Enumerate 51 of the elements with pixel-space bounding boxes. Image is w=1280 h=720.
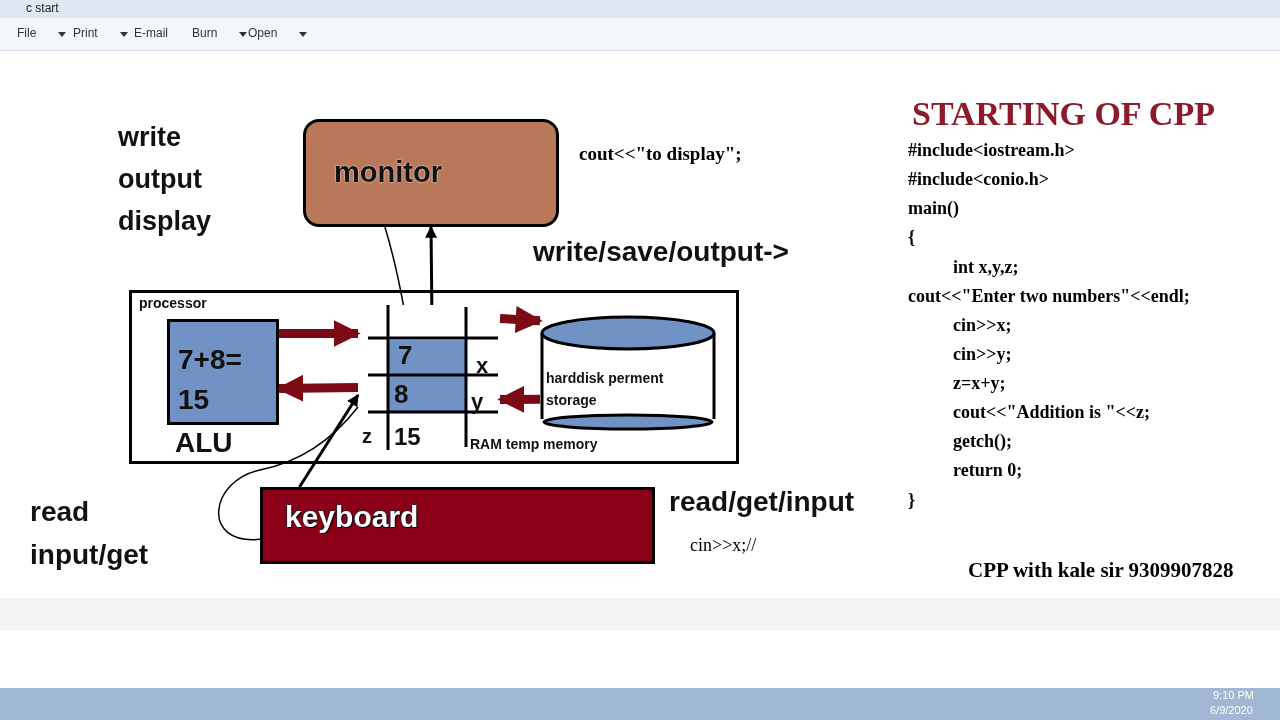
code-line: cout<<"Enter two numbers"<<endl;	[908, 286, 1190, 307]
arrow	[425, 225, 438, 305]
code-line: main()	[908, 198, 959, 219]
code-text: cin>>x;//	[690, 535, 757, 556]
code-line: getch();	[953, 431, 1012, 452]
memory-value: 15	[394, 423, 421, 451]
arrow	[298, 394, 360, 488]
variable-name: x	[476, 353, 489, 379]
code-line: cin>>y;	[953, 344, 1012, 365]
window-title: c start	[26, 2, 59, 16]
code-line: z=x+y;	[953, 373, 1006, 394]
clock-time: 9:10 PM	[1213, 689, 1254, 702]
arrow	[276, 374, 359, 402]
code-line: }	[908, 490, 916, 511]
annotation-text: read input/get	[30, 495, 150, 572]
processor-box	[129, 290, 739, 464]
memory-value: 8	[394, 380, 409, 410]
code-line: cout<<"Addition is "<<z;	[953, 402, 1151, 423]
memory-value: 7	[398, 341, 413, 371]
connector-line	[218, 406, 359, 541]
footer-text: CPP with kale sir 9309907828	[968, 558, 1234, 583]
menu-item: Open	[248, 27, 278, 41]
node-text: harddisk perment storage	[546, 369, 665, 410]
variable-name: z	[362, 425, 372, 448]
annotation-text: write output display	[118, 121, 213, 238]
annotation-text: write/save/output->	[533, 236, 789, 269]
code-line: cin>>x;	[953, 315, 1012, 336]
menu-item: Print	[73, 27, 98, 41]
keyboard-box: keyboard	[260, 487, 655, 564]
alu-label: ALU	[175, 427, 233, 460]
arrow	[499, 305, 543, 333]
alu-box: 7+8= 15	[167, 319, 279, 425]
annotation-text: read/get/input	[669, 486, 855, 519]
monitor-box: monitor	[303, 119, 559, 227]
heading: STARTING OF CPP	[912, 94, 1215, 134]
connector-line	[384, 226, 405, 306]
code-text: cout<<"to display";	[579, 143, 742, 165]
code-line: {	[908, 227, 916, 248]
arrow	[279, 320, 361, 347]
menu-item: File	[17, 27, 37, 41]
code-line: #include<iostream.h>	[908, 140, 1075, 161]
menu-item: E-mail	[134, 27, 168, 41]
code-line: int x,y,z;	[953, 257, 1019, 278]
code-line: return 0;	[953, 460, 1023, 481]
code-line: #include<conio.h>	[908, 169, 1050, 190]
arrow	[497, 385, 541, 413]
memory-label: RAM temp memory	[470, 436, 598, 453]
menu-item: Burn	[192, 27, 218, 41]
variable-name: y	[471, 389, 484, 415]
group-title: processor	[139, 295, 207, 312]
clock-date: 6/9/2020	[1210, 704, 1253, 717]
